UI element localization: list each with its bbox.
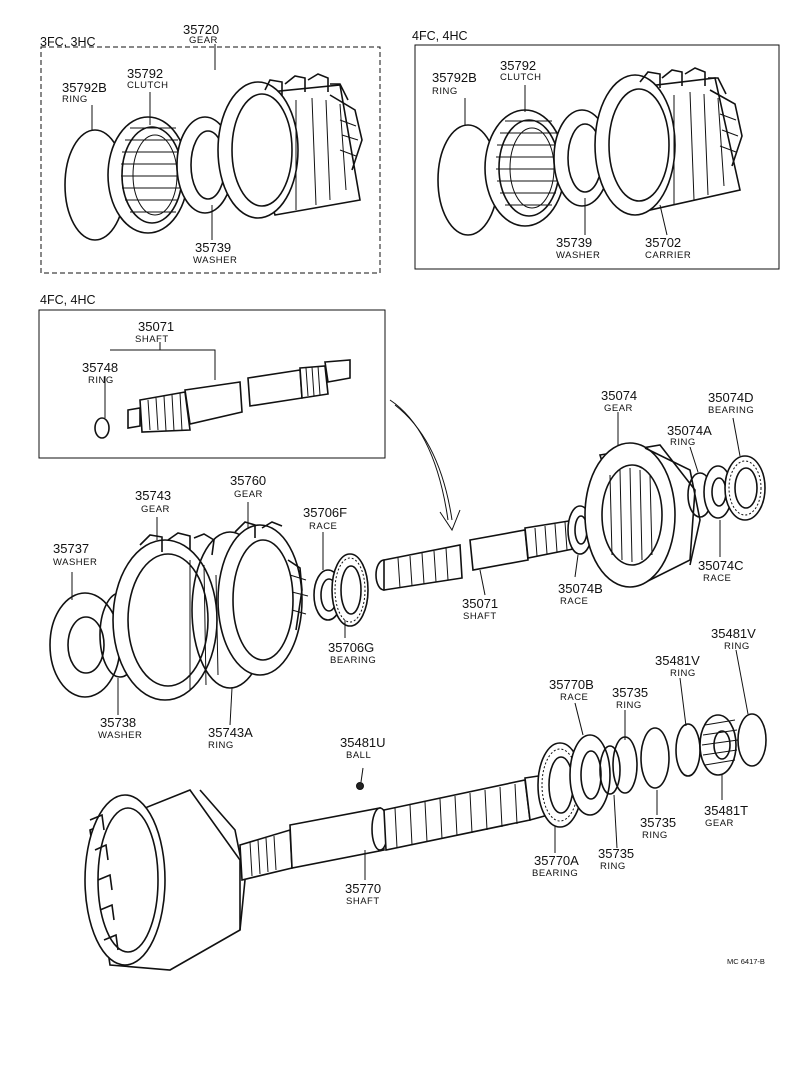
part-35792-a-number: 35792 xyxy=(127,66,163,81)
part-35792b-a-number: 35792B xyxy=(62,80,107,95)
part-35706f-number: 35706F xyxy=(303,505,347,520)
ring-35735-b-illustration[interactable] xyxy=(640,727,670,789)
gear-35743-illustration[interactable] xyxy=(112,532,219,701)
part-35074b-number: 35074B xyxy=(558,581,603,596)
part-35481t-name: GEAR xyxy=(705,818,734,829)
clutch-35792-b-illustration[interactable] xyxy=(484,109,566,227)
part-35770a-number: 35770A xyxy=(534,853,579,868)
part-35481v-a-number: 35481V xyxy=(655,653,700,668)
ring-35481v-b-illustration[interactable] xyxy=(737,713,767,767)
shaft-35071-a-illustration[interactable] xyxy=(127,359,351,433)
part-35481v-b-number: 35481V xyxy=(711,626,756,641)
gear-35760-illustration[interactable] xyxy=(217,521,309,676)
washer-35737-illustration[interactable] xyxy=(49,592,121,698)
part-35481u-number: 35481U xyxy=(340,735,386,750)
carrier-35702-illustration[interactable] xyxy=(594,67,743,216)
part-35743a-number: 35743A xyxy=(208,725,253,740)
part-35792-a-name: CLUTCH xyxy=(127,80,169,91)
part-35074c-name: RACE xyxy=(703,573,731,584)
part-35748-name: RING xyxy=(88,375,114,386)
part-35735-a-number: 35735 xyxy=(612,685,648,700)
part-35071-b-name: SHAFT xyxy=(463,611,497,622)
part-35743-name: GEAR xyxy=(141,504,170,515)
bottom-assembly: 35481U BALL 35770 SHAFT 35770A BEARING 3… xyxy=(84,626,767,971)
ring-35735-a-illustration[interactable] xyxy=(612,736,638,794)
part-35770a-name: BEARING xyxy=(532,868,578,879)
part-35760-name: GEAR xyxy=(234,489,263,500)
part-35770-name: SHAFT xyxy=(346,896,380,907)
part-35702-number: 35702 xyxy=(645,235,681,250)
part-35738-name: WASHER xyxy=(98,730,142,741)
part-35074c-number: 35074C xyxy=(698,558,744,573)
part-35735-a-name: RING xyxy=(616,700,642,711)
clutch-35792-illustration[interactable] xyxy=(107,116,189,234)
bearing-35706g-illustration[interactable] xyxy=(331,553,369,627)
part-35481v-a-name: RING xyxy=(670,668,696,679)
part-35739-b-number: 35739 xyxy=(556,235,592,250)
part-35739-b-name: WASHER xyxy=(556,250,600,261)
gear-35481t-illustration[interactable] xyxy=(699,714,739,776)
part-35770-number: 35770 xyxy=(345,881,381,896)
part-35739-a-number: 35739 xyxy=(195,240,231,255)
assembly-arrow xyxy=(389,399,461,532)
group-4fc-4hc-top-label: 4FC, 4HC xyxy=(412,29,468,43)
figure-reference: MC 6417-B xyxy=(727,957,765,966)
part-35760-number: 35760 xyxy=(230,473,266,488)
part-35735-b-number: 35735 xyxy=(640,815,676,830)
part-35706f-name: RACE xyxy=(309,521,337,532)
part-35735-b-name: RING xyxy=(642,830,668,841)
part-35737-number: 35737 xyxy=(53,541,89,556)
part-35743a-name: RING xyxy=(208,740,234,751)
group-4fc-4hc-shaft: 4FC, 4HC 35071 SHAFT 35748 RING xyxy=(38,293,386,459)
part-35074a-number: 35074A xyxy=(667,423,712,438)
group-3fc-3hc: 3FC, 3HC 35720 GEAR xyxy=(40,22,381,274)
part-35481t-number: 35481T xyxy=(704,803,748,818)
part-35743-number: 35743 xyxy=(135,488,171,503)
part-35702-name: CARRIER xyxy=(645,250,691,261)
shaft-35770-illustration[interactable] xyxy=(84,774,549,971)
part-35074-name: GEAR xyxy=(604,403,633,414)
part-35071-b-number: 35071 xyxy=(462,596,498,611)
part-35739-a-name: WASHER xyxy=(193,255,237,266)
bearing-35074d-illustration[interactable] xyxy=(724,455,766,521)
group-4fc-4hc-shaft-label: 4FC, 4HC xyxy=(40,293,96,307)
part-35737-name: WASHER xyxy=(53,557,97,568)
part-35706g-number: 35706G xyxy=(328,640,374,655)
middle-assembly: 35743 GEAR 35760 GEAR 35706F RACE 35737 … xyxy=(49,388,766,751)
part-35792b-b-number: 35792B xyxy=(432,70,477,85)
part-35792b-b-name: RING xyxy=(432,86,458,97)
part-35074-number: 35074 xyxy=(601,388,637,403)
part-35735-c-name: RING xyxy=(600,861,626,872)
part-35720-number: 35720 xyxy=(183,22,219,37)
part-35481u-name: BALL xyxy=(346,750,371,761)
part-35706g-name: BEARING xyxy=(330,655,376,666)
part-35074b-name: RACE xyxy=(560,596,588,607)
part-35770b-name: RACE xyxy=(560,692,588,703)
part-35735-c-number: 35735 xyxy=(598,846,634,861)
group-4fc-4hc-top: 4FC, 4HC 35792B RING 35792 CLUTCH xyxy=(412,29,780,270)
part-35074d-name: BEARING xyxy=(708,405,754,416)
part-35074a-name: RING xyxy=(670,437,696,448)
ball-35481u-illustration[interactable] xyxy=(356,782,364,790)
part-35481v-b-name: RING xyxy=(724,641,750,652)
shaft-35071-b-illustration[interactable] xyxy=(375,519,579,591)
part-35748-number: 35748 xyxy=(82,360,118,375)
gear-35720-illustration[interactable] xyxy=(217,73,363,219)
part-35792-b-number: 35792 xyxy=(500,58,536,73)
ring-35748-illustration[interactable] xyxy=(94,417,110,439)
ring-35481v-a-illustration[interactable] xyxy=(675,723,701,777)
part-35792b-a-name: RING xyxy=(62,94,88,105)
gear-35074-illustration[interactable] xyxy=(584,442,701,588)
part-35720-name: GEAR xyxy=(189,35,218,46)
part-35071-a-name: SHAFT xyxy=(135,334,169,345)
part-35792-b-name: CLUTCH xyxy=(500,72,542,83)
ring-35735-c-illustration[interactable] xyxy=(599,745,621,795)
part-35074d-number: 35074D xyxy=(708,390,754,405)
race-35770b-illustration[interactable] xyxy=(569,734,611,816)
group-3fc-3hc-label: 3FC, 3HC xyxy=(40,35,96,49)
part-35071-a-number: 35071 xyxy=(138,319,174,334)
part-35770b-number: 35770B xyxy=(549,677,594,692)
part-35738-number: 35738 xyxy=(100,715,136,730)
